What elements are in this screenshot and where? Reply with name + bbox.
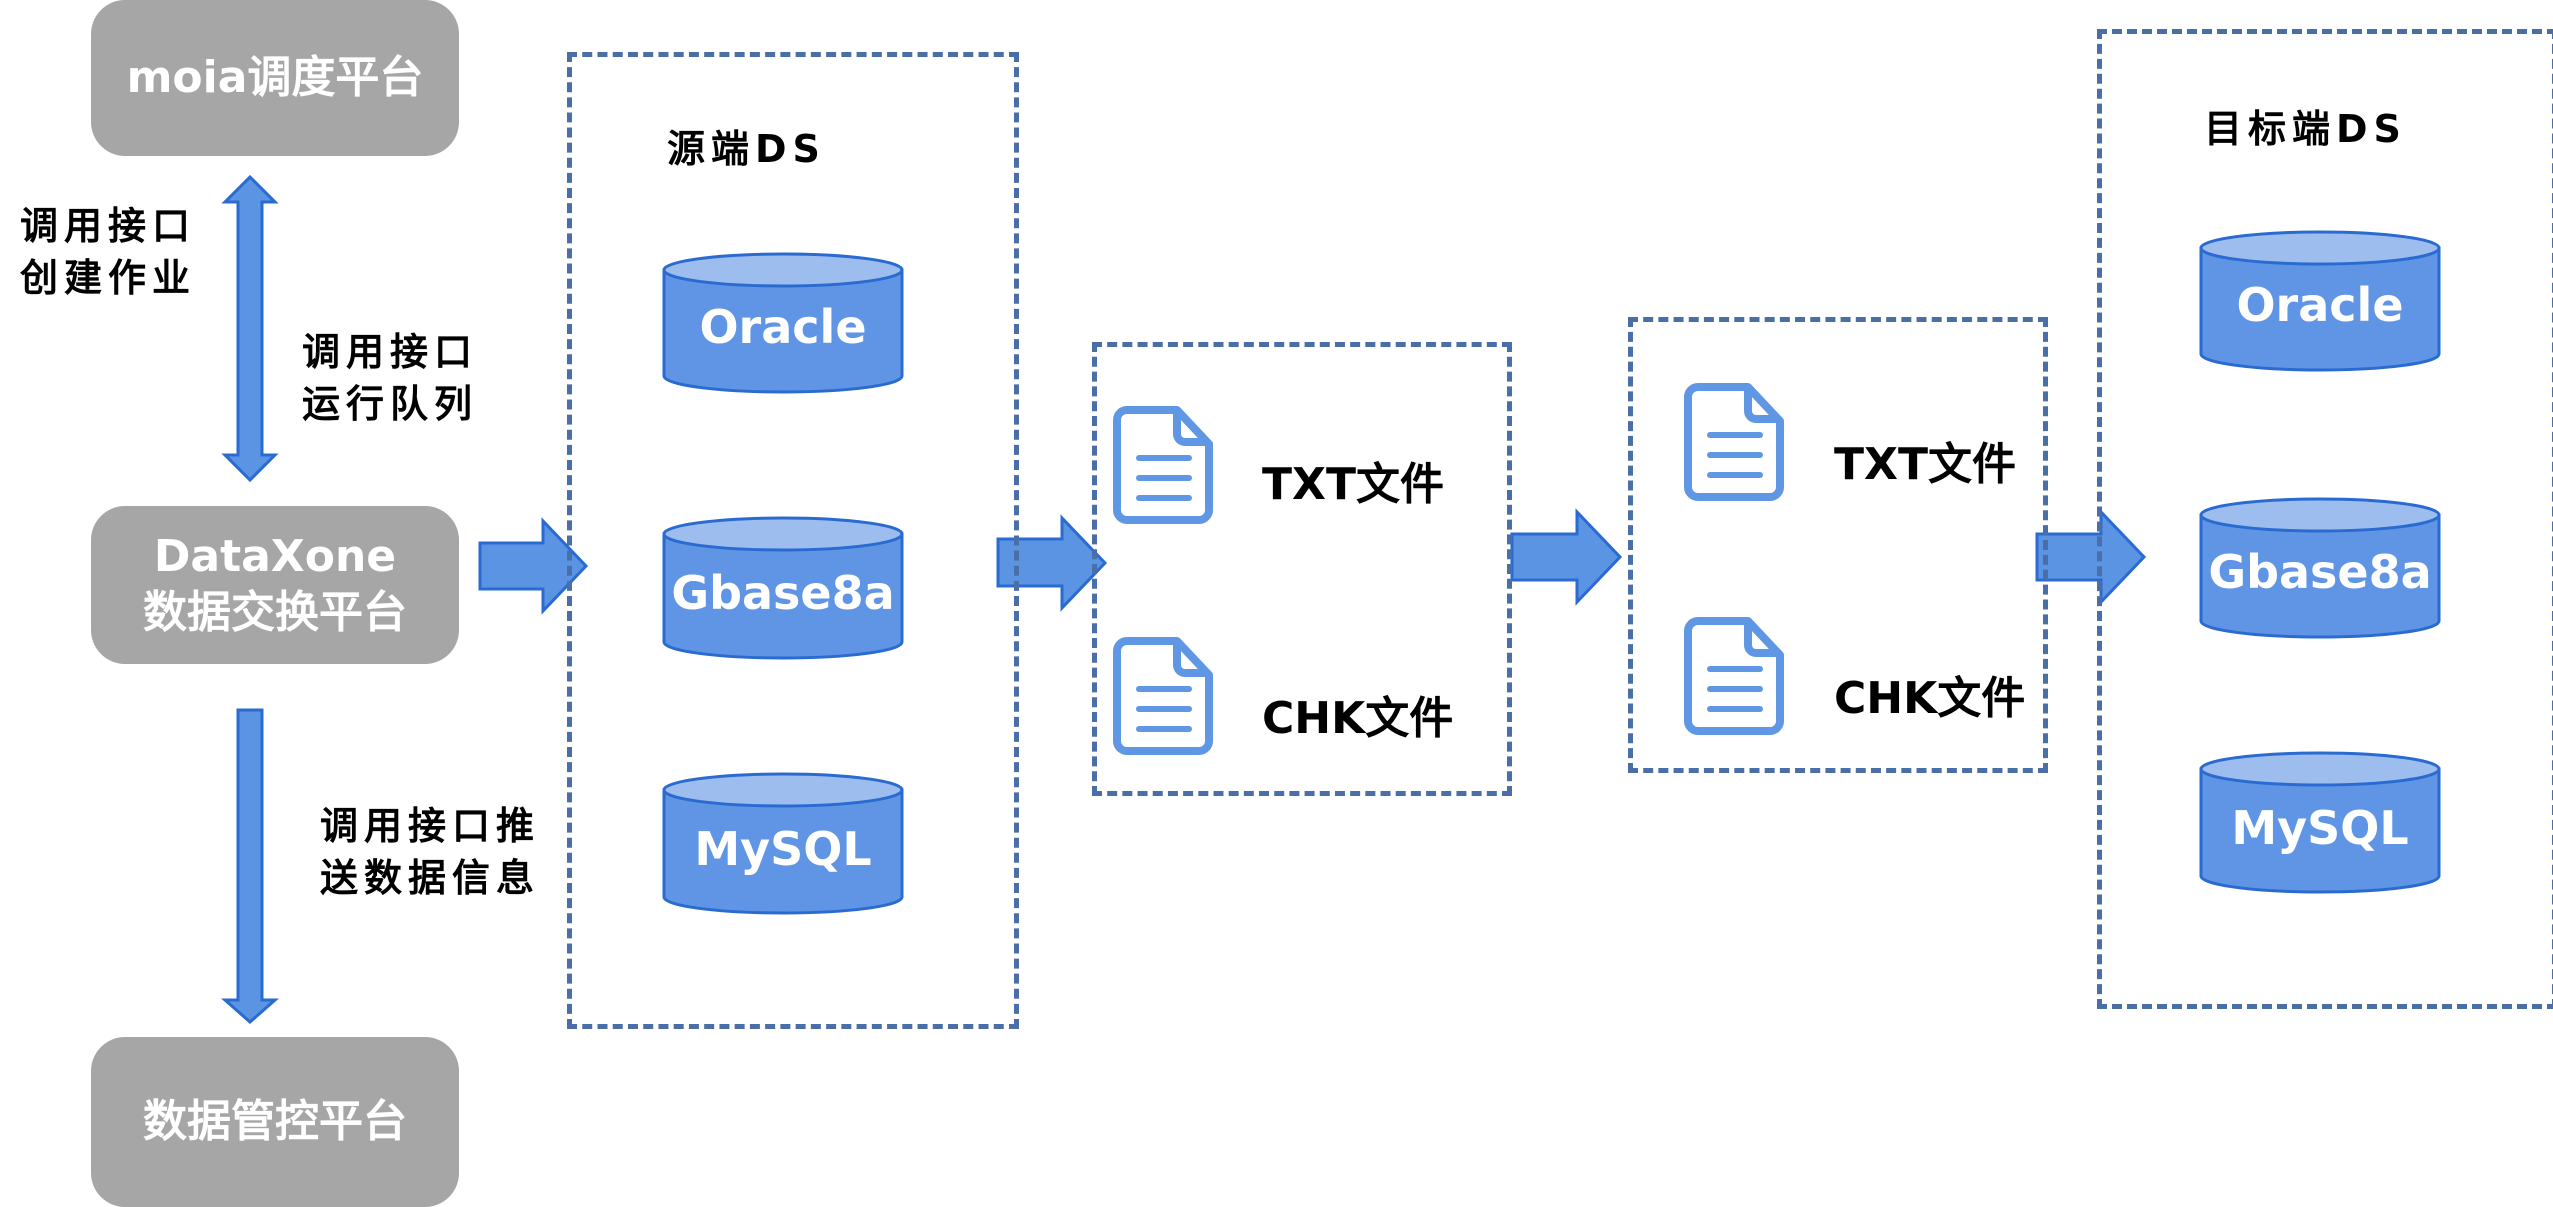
source-db-mysql: MySQL [662, 772, 904, 915]
run-queue-annotation: 调用接口 运行队列 [302, 330, 479, 426]
source-to-files-arrow [996, 514, 1108, 612]
txt-file-label: TXT文件 [1262, 459, 1444, 510]
database-icon [662, 252, 904, 394]
database-icon [2199, 751, 2441, 894]
moia-dataxone-arrow [221, 174, 279, 483]
database-icon [2199, 497, 2441, 639]
dataxone-platform: DataXone 数据交换平台 [91, 506, 459, 664]
source-db-label: Gbase8a [671, 566, 895, 620]
target-db-gbase8a: Gbase8a [2199, 497, 2441, 639]
target-db-label: Gbase8a [2208, 545, 2432, 599]
source-db-gbase8a: Gbase8a [662, 516, 904, 661]
target-db-label: MySQL [2231, 801, 2409, 855]
database-icon [662, 772, 904, 915]
moia-platform: moia调度平台 [91, 0, 459, 156]
push-info-annotation: 调用接口推 送数据信息 [320, 804, 541, 900]
dataxone-subtitle: 数据交换平台 [143, 587, 407, 638]
source-ds-title: 源端DS [667, 127, 826, 171]
governance-platform-label: 数据管控平台 [143, 1096, 407, 1147]
target-ds-title: 目标端DS [2204, 107, 2407, 151]
source-db-label: Oracle [699, 300, 867, 354]
txt-file-label: TXT文件 [1834, 439, 2016, 490]
file-icon [1684, 383, 1784, 501]
database-icon [662, 516, 904, 660]
file-icon [1113, 637, 1213, 755]
target-db-oracle: Oracle [2199, 230, 2441, 372]
file-stage-1-container [1092, 342, 1512, 796]
source-ds-container [567, 52, 1019, 1029]
dataxone-to-source-arrow [478, 517, 589, 615]
file-icon [1684, 617, 1784, 735]
dataxone-governance-arrow [221, 708, 279, 1024]
chk-file-label: CHK文件 [1262, 693, 1454, 744]
file-icon [1113, 406, 1213, 524]
create-job-annotation: 调用接口 创建作业 [20, 204, 197, 300]
governance-platform: 数据管控平台 [91, 1037, 459, 1207]
dataxone-name: DataXone [153, 531, 397, 582]
source-db-label: MySQL [694, 822, 872, 876]
moia-platform-label: moia调度平台 [126, 52, 424, 103]
target-db-mysql: MySQL [2199, 751, 2441, 894]
files-to-files-arrow [1510, 508, 1623, 606]
database-icon [2199, 230, 2441, 372]
file-stage-2-container [1628, 317, 2048, 773]
chk-file-label: CHK文件 [1834, 673, 2026, 724]
source-db-oracle: Oracle [662, 252, 904, 394]
target-db-label: Oracle [2236, 278, 2404, 332]
